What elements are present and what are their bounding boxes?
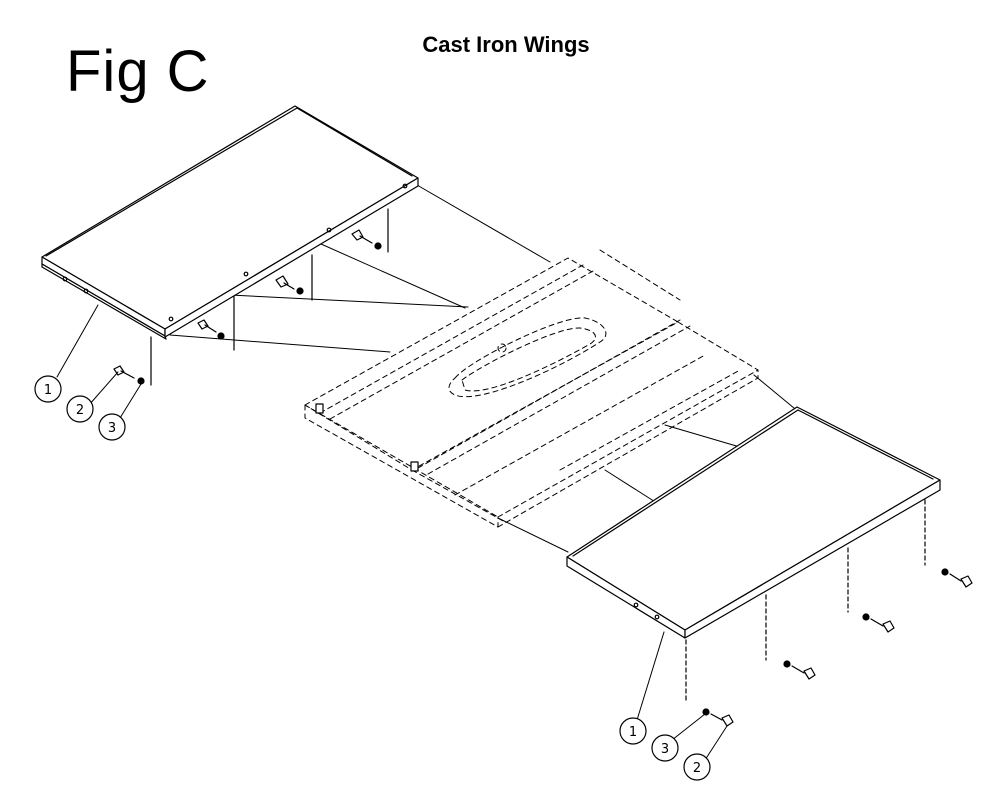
main-table-dashed (304, 249, 759, 528)
callout-right-2: 2 (683, 753, 711, 781)
callout-number: 1 (629, 725, 637, 740)
callout-leaders (56, 304, 728, 761)
bolt-washer-set (862, 613, 895, 633)
left-wing-hardware (113, 229, 382, 385)
bolt-washer-set (275, 275, 304, 295)
bolt-washer-set (197, 319, 225, 340)
right-cast-iron-wing (566, 406, 941, 701)
table-slot-tabs (315, 403, 419, 472)
bolt-washer-set (113, 365, 145, 385)
bolt-washer-set (351, 229, 382, 250)
callout-left-3: 3 (98, 413, 126, 441)
callout-number: 3 (661, 742, 669, 757)
right-wing-hardware (702, 568, 973, 727)
callout-number: 2 (693, 761, 701, 776)
callout-number: 2 (76, 403, 84, 418)
assembly-guide-lines (169, 184, 801, 553)
bolt-washer-set (783, 660, 816, 680)
left-cast-iron-wing (41, 105, 419, 386)
bolt-washer-set (702, 708, 734, 727)
callout-left-2: 2 (66, 395, 94, 423)
callout-right-1: 1 (619, 717, 647, 745)
figure-title: Cast Iron Wings (422, 32, 590, 57)
callout-number: 1 (44, 383, 52, 398)
callout-left-1: 1 (34, 375, 62, 403)
bolt-washer-set (941, 568, 973, 588)
callout-right-3: 3 (651, 734, 679, 762)
figure-label: Fig C (66, 39, 210, 104)
callout-number: 3 (108, 421, 116, 436)
